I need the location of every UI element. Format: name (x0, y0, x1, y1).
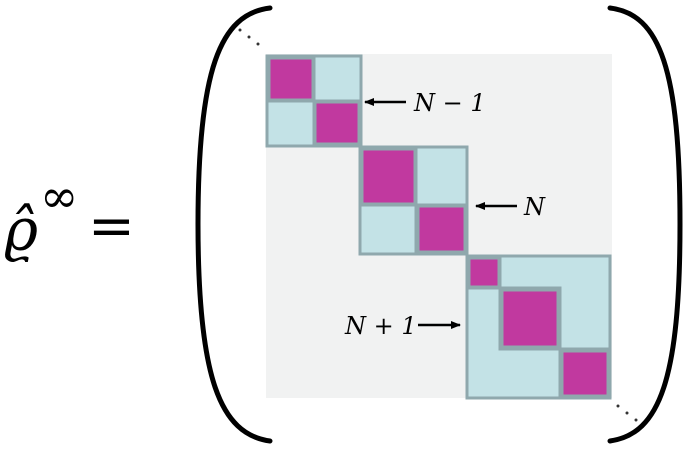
label-n-text: N (523, 193, 546, 221)
left-bracket (195, 5, 273, 444)
bottom-right-diagonal-dots (616, 404, 638, 422)
label-n-minus-1-text: N − 1 (413, 89, 486, 117)
infinity-superscript: ∞ (40, 169, 78, 223)
equals-sign: = (88, 194, 135, 259)
block-n (358, 145, 469, 256)
diagonal-cell (500, 288, 560, 349)
diagonal-cell (313, 100, 361, 146)
right-bracket (607, 5, 683, 444)
block-n-plus-1 (465, 254, 612, 400)
top-left-diagonal-dots (238, 28, 260, 46)
diagonal-cell (416, 204, 467, 254)
label-n-minus-1: N − 1 (364, 89, 486, 117)
label-n: N (475, 193, 546, 221)
diagonal-cell (560, 349, 610, 398)
equation-lhs: ϱ̂ ∞ = (4, 169, 135, 264)
diagonal-cell (267, 56, 315, 102)
block-n-minus-1 (265, 54, 363, 148)
label-n-plus-1-text: N + 1 (344, 312, 417, 340)
label-n-plus-1: N + 1 (344, 312, 461, 340)
diagonal-cell (467, 256, 501, 289)
rho-hat-symbol: ϱ̂ (4, 196, 38, 264)
diagonal-cell (360, 147, 417, 206)
